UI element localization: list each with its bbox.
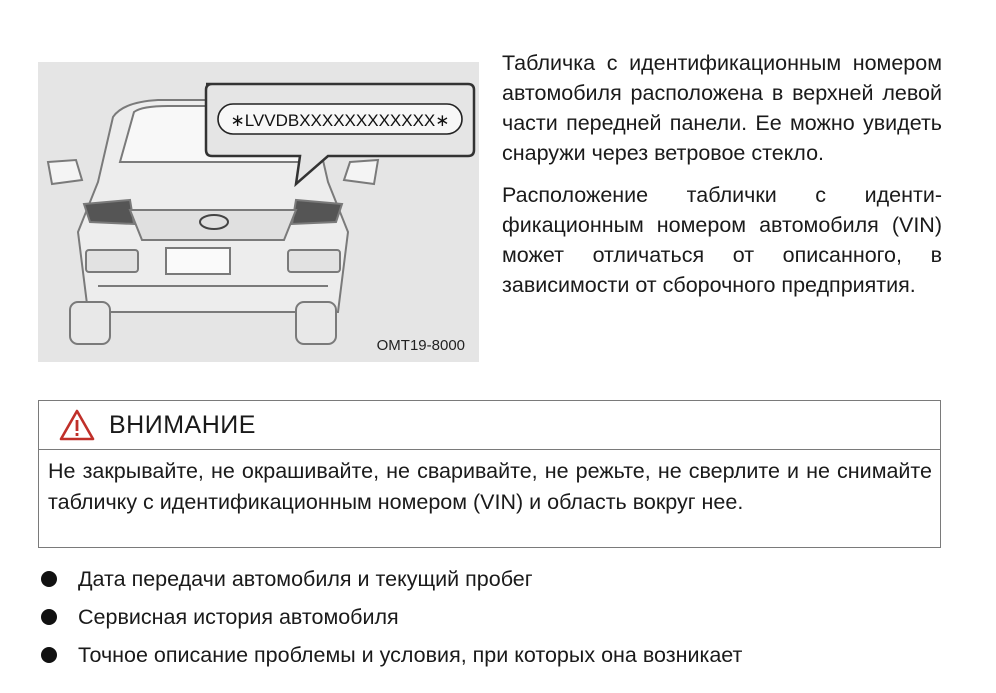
bullet-icon <box>41 647 57 663</box>
side-description: Табличка с идентификационным номером авт… <box>502 48 942 312</box>
warning-header: ВНИМАНИЕ <box>39 401 940 450</box>
vin-label: ∗LVVDBXXXXXXXXXXXX∗ <box>230 111 449 130</box>
warning-title: ВНИМАНИЕ <box>109 410 256 439</box>
paragraph-variation: Расположение таблички с иденти­фикационн… <box>502 183 942 297</box>
list-item: Дата передачи автомобиля и текущий пробе… <box>38 560 938 598</box>
warning-text: Не закрывайте, не окрашивайте, не сварив… <box>48 459 932 514</box>
info-list: Дата передачи автомобиля и текущий пробе… <box>38 560 938 674</box>
list-item: Точное описание проблемы и условия, при … <box>38 636 938 674</box>
list-item-text: Сервисная история автомобиля <box>78 605 399 629</box>
warning-box: ВНИМАНИЕ Не закрывайте, не окрашивайте, … <box>38 400 941 548</box>
paragraph-location: Табличка с идентификационным номером авт… <box>502 51 942 165</box>
bullet-icon <box>41 571 57 587</box>
figure-code: OMT19-8000 <box>376 337 465 354</box>
list-item: Сервисная история автомобиля <box>38 598 938 636</box>
warning-triangle-icon <box>59 409 95 441</box>
car-front-illustration: ∗LVVDBXXXXXXXXXXXX∗ OMT19-8000 <box>38 62 479 362</box>
car-front-drawing: ∗LVVDBXXXXXXXXXXXX∗ <box>46 82 476 345</box>
list-item-text: Точное описание проблемы и условия, при … <box>78 643 743 667</box>
bullet-icon <box>41 609 57 625</box>
list-item-text: Дата передачи автомобиля и текущий пробе… <box>78 567 533 591</box>
